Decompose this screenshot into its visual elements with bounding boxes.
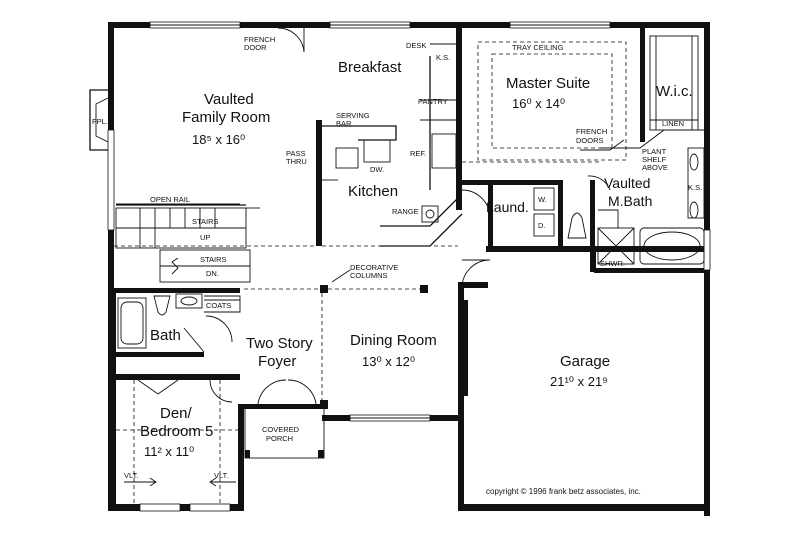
- master-suite-name: Master Suite: [506, 75, 590, 92]
- stairs-up-label-2: UP: [200, 233, 210, 242]
- wic-name: W.i.c.: [656, 83, 693, 100]
- breakfast-name: Breakfast: [338, 59, 402, 76]
- stairs-dn-label-2: DN.: [206, 269, 219, 278]
- french-doors-label-1: FRENCH: [576, 127, 607, 136]
- serving-bar-label-2: BAR: [336, 119, 352, 128]
- family-room-name-line2: Family Room: [182, 109, 270, 126]
- covered-porch-label-2: PORCH: [266, 434, 293, 443]
- decorative-columns-label-1: DECORATIVE: [350, 263, 398, 272]
- garage-name: Garage: [560, 353, 610, 370]
- family-room-dim: 18⁵ x 16⁰: [192, 132, 245, 147]
- foyer-name-line2: Foyer: [258, 353, 296, 370]
- vlt-left-label: VLT.: [124, 471, 138, 480]
- pass-thru-label-1: PASS: [286, 149, 305, 158]
- vlt-right-label: VLT.: [214, 471, 228, 480]
- plant-shelf-label-2: SHELF: [642, 155, 667, 164]
- desk-label: DESK: [406, 41, 426, 50]
- laundry-name: Laund.: [486, 199, 529, 215]
- den-name-line2: Bedroom 5: [140, 423, 213, 440]
- plant-shelf-label-3: ABOVE: [642, 163, 668, 172]
- family-room-name-line1: Vaulted: [204, 91, 254, 108]
- den-dim: 11² x 11⁰: [144, 444, 194, 459]
- den-name-line1: Den/: [160, 405, 193, 422]
- master-suite-dim: 16⁰ x 14⁰: [512, 96, 565, 111]
- stairs-dn-label-1: STAIRS: [200, 255, 227, 264]
- washer-label: W.: [538, 195, 547, 204]
- bath-name: Bath: [150, 327, 181, 344]
- stairs-up-label-1: STAIRS: [192, 217, 219, 226]
- ks-label: K.S.: [436, 53, 450, 62]
- room-labels: Vaulted Family Room 18⁵ x 16⁰ Breakfast …: [140, 59, 693, 459]
- master-bath-name-line2: M.Bath: [608, 193, 652, 209]
- dryer-label: D.: [538, 221, 546, 230]
- fpl-label: FPL.: [92, 117, 108, 126]
- copyright-text: copyright © 1996 frank betz associates, …: [486, 487, 641, 496]
- windows: [107, 21, 711, 512]
- shower-label: SHWR.: [600, 259, 625, 268]
- ref-label: REF.: [410, 149, 426, 158]
- french-door-label-2: DOOR: [244, 43, 267, 52]
- fixture-labels: FRENCH DOOR FPL. SERVING BAR PASS THRU D…: [92, 35, 702, 496]
- foyer-name-line1: Two Story: [246, 335, 313, 352]
- garage-dim: 21¹⁰ x 21⁹: [550, 374, 608, 389]
- coats-label: COATS: [206, 301, 231, 310]
- open-rail-label: OPEN RAIL: [150, 195, 190, 204]
- tray-ceiling-label: TRAY CEILING: [512, 43, 564, 52]
- range-label: RANGE: [392, 207, 419, 216]
- dw-label: DW.: [370, 165, 384, 174]
- walls: [108, 22, 710, 516]
- dining-room-name: Dining Room: [350, 332, 437, 349]
- master-bath-name-line1: Vaulted: [604, 175, 650, 191]
- covered-porch-label-1: COVERED: [262, 425, 300, 434]
- serving-bar-label-1: SERVING: [336, 111, 370, 120]
- decorative-columns-label-2: COLUMNS: [350, 271, 388, 280]
- dining-room-dim: 13⁰ x 12⁰: [362, 354, 415, 369]
- pantry-label: PANTRY: [418, 97, 448, 106]
- linen-label: LINEN: [662, 119, 684, 128]
- interior-lines: [114, 27, 705, 504]
- kitchen-name: Kitchen: [348, 183, 398, 200]
- french-door-label-1: FRENCH: [244, 35, 275, 44]
- french-doors-label-2: DOORS: [576, 136, 604, 145]
- plant-shelf-label-1: PLANT: [642, 147, 667, 156]
- ks2-label: K.S.: [688, 183, 702, 192]
- pass-thru-label-2: THRU: [286, 157, 307, 166]
- fireplace: [89, 89, 109, 151]
